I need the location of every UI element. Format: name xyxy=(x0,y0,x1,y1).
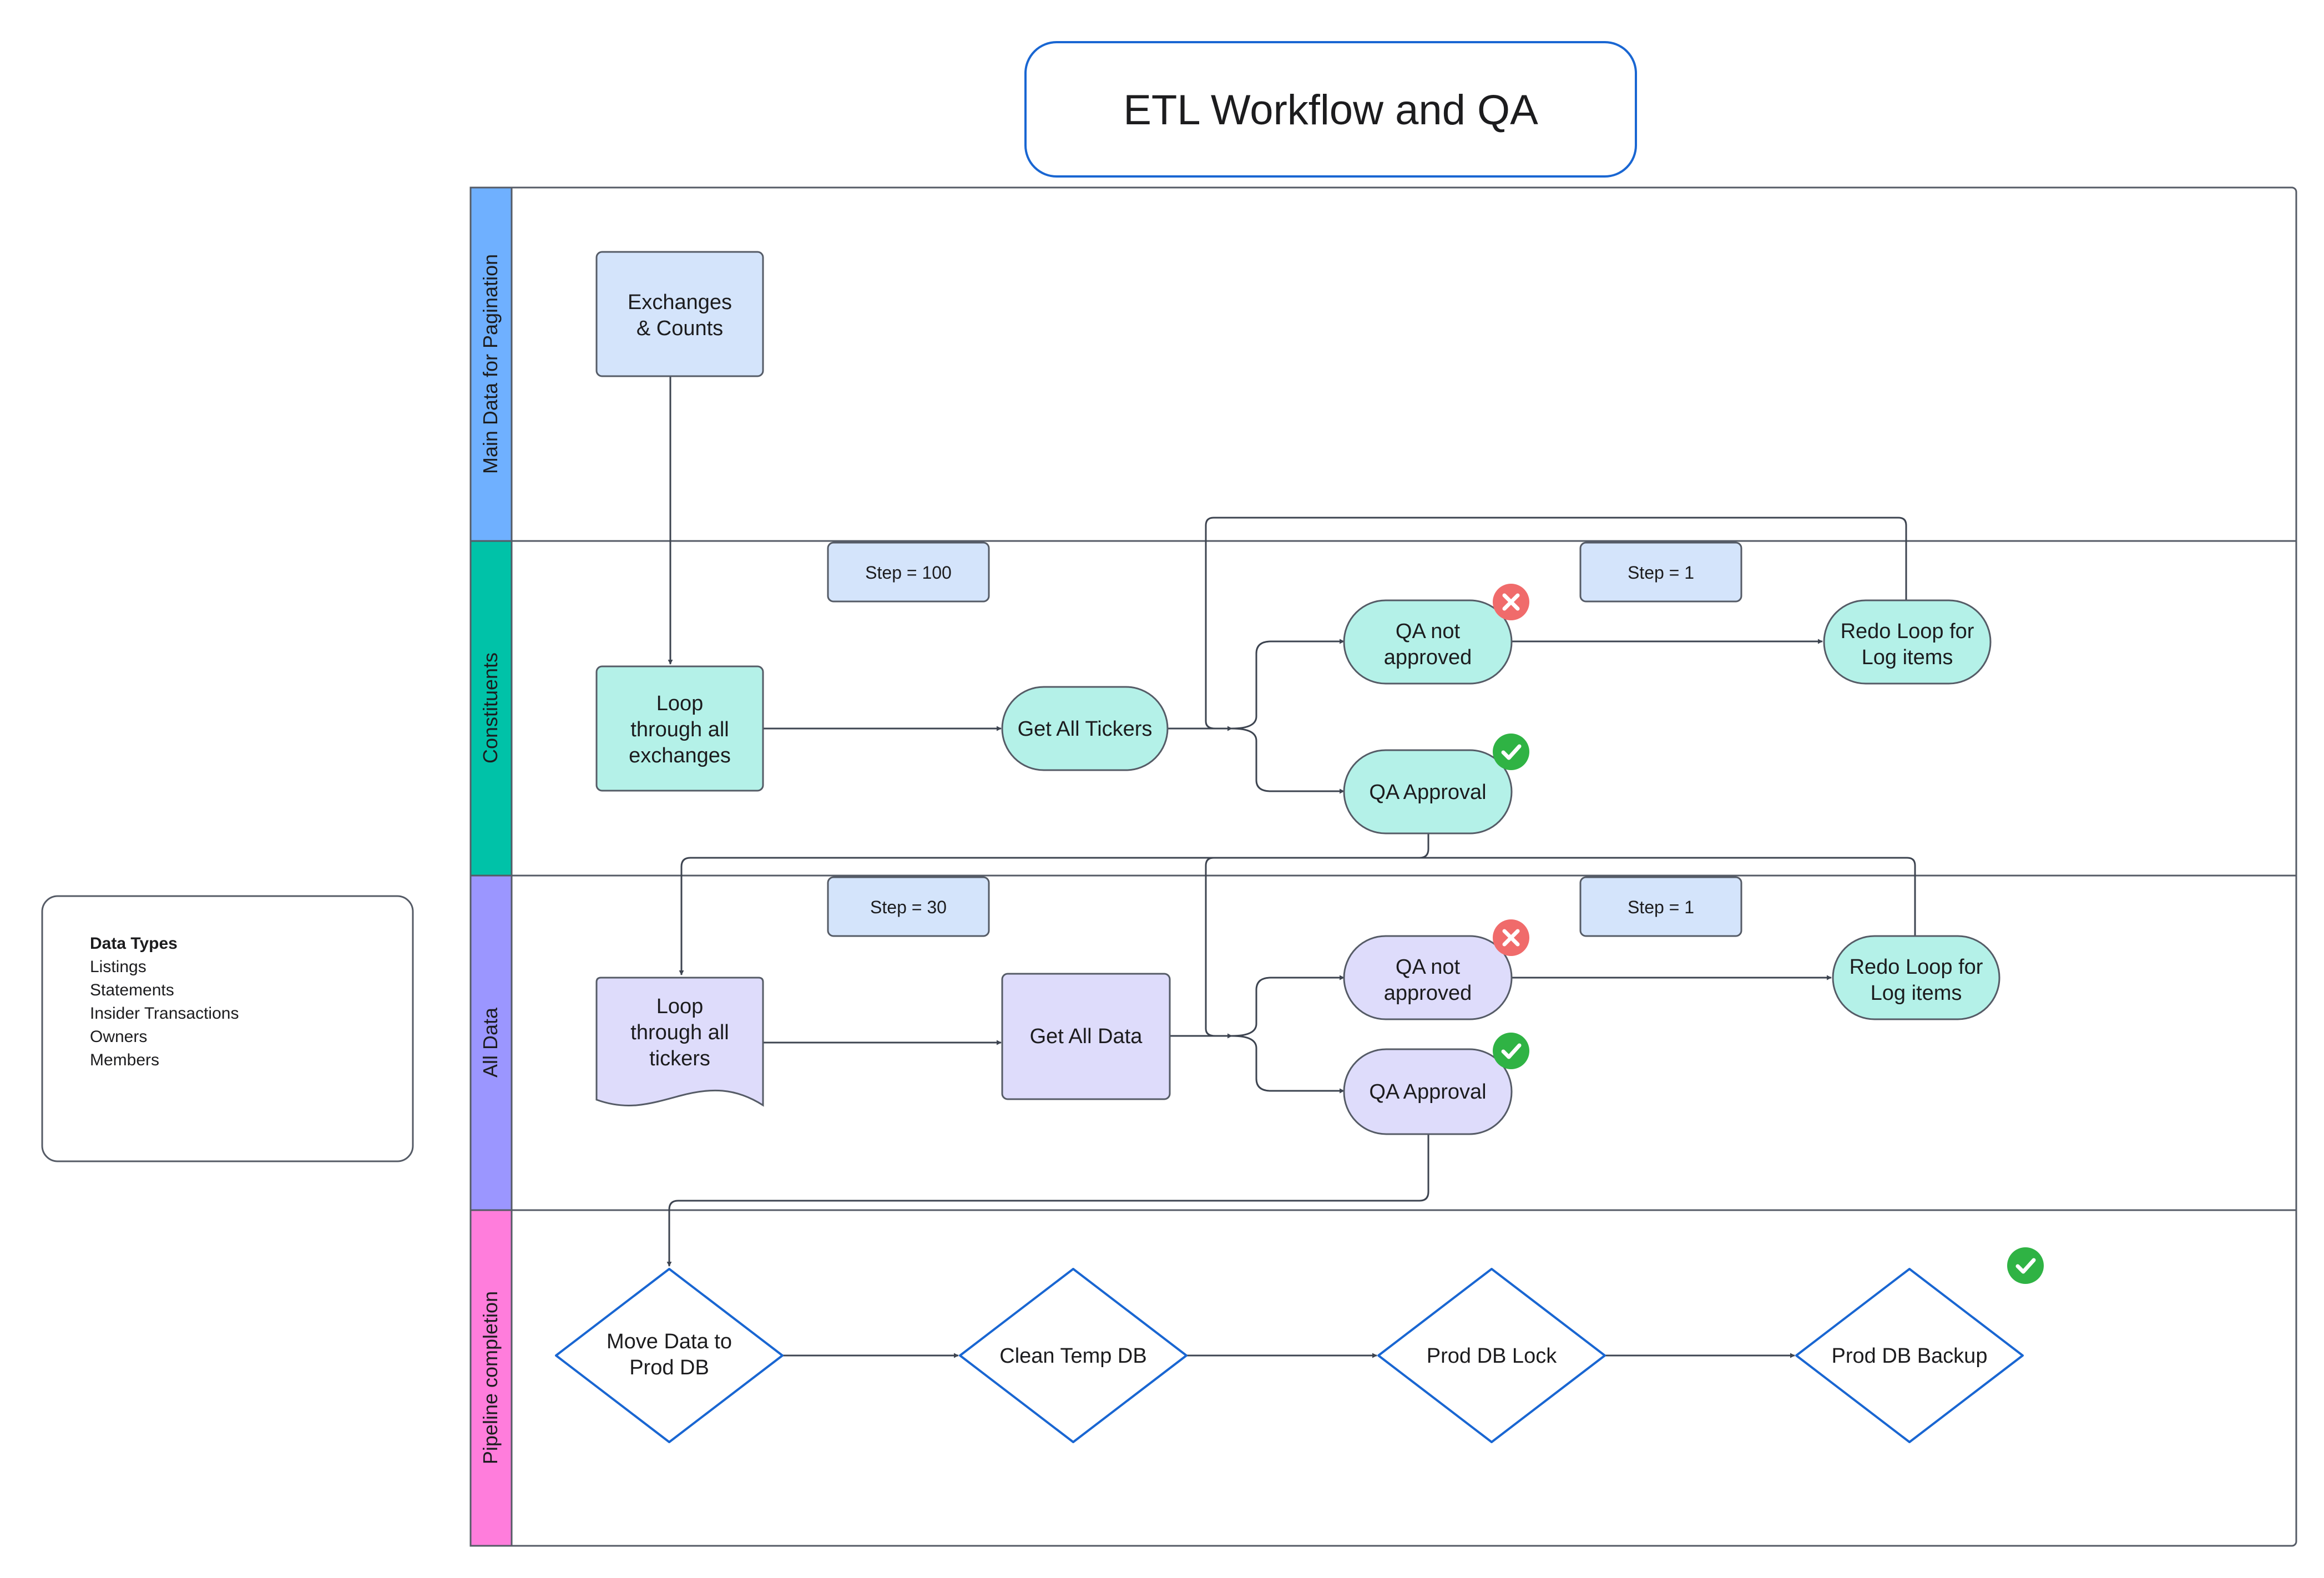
connector-qa2-move xyxy=(666,1134,1429,1267)
check-icon xyxy=(2007,1247,2044,1284)
node-qa-not-approved-1: QA not approved xyxy=(1343,599,1513,685)
node-clean-temp-db: Clean Temp DB xyxy=(959,1268,1188,1443)
svg-text:Get All Tickers: Get All Tickers xyxy=(1018,717,1153,741)
node-prod-db-lock: Prod DB Lock xyxy=(1377,1268,1606,1443)
svg-text:QA Approval: QA Approval xyxy=(1369,781,1486,804)
svg-text:Loop: Loop xyxy=(656,692,704,715)
connector-qa-ok-1 xyxy=(1231,727,1345,794)
step-label-a-b: Step = 1 xyxy=(1579,876,1742,937)
node-get-all-data: Get All Data xyxy=(1001,973,1171,1100)
step-label-c-b: Step = 1 xyxy=(1579,542,1742,603)
svg-text:& Counts: & Counts xyxy=(636,317,723,340)
diagram-title: ETL Workflow and QA xyxy=(1123,87,1538,134)
svg-text:Exchanges: Exchanges xyxy=(628,291,732,314)
node-prod-db-backup: Prod DB Backup xyxy=(1795,1268,2024,1443)
node-redo-loop-2: Redo Loop for Log items xyxy=(1832,935,2000,1020)
legend-item: Statements xyxy=(90,981,174,999)
svg-text:Prod DB Backup: Prod DB Backup xyxy=(1832,1344,1988,1368)
step-label-a-a: Step = 30 xyxy=(827,876,990,937)
svg-text:approved: approved xyxy=(1384,982,1472,1005)
svg-text:through all: through all xyxy=(630,1021,729,1044)
legend-item: Insider Transactions xyxy=(90,1004,239,1023)
swimlanes: Main Data for Pagination Constituents Al… xyxy=(469,186,2297,1547)
svg-text:QA Approval: QA Approval xyxy=(1369,1080,1486,1104)
connector-loopback-1 xyxy=(1205,517,1907,730)
cross-icon xyxy=(1493,919,1529,956)
connector-qa-ok-2 xyxy=(1231,1035,1345,1094)
node-loop-tickers: Loop through all tickers xyxy=(595,977,764,1107)
connector-loopback-2 xyxy=(1205,857,1916,1037)
node-loop-exchanges: Loop through all exchanges xyxy=(595,665,764,792)
svg-text:tickers: tickers xyxy=(649,1047,710,1070)
cross-icon xyxy=(1493,584,1529,620)
connector-qa-not-2 xyxy=(1231,975,1345,1037)
lane-header-pipeline xyxy=(469,1209,513,1547)
svg-text:through all: through all xyxy=(630,718,729,741)
lane-label-main: Main Data for Pagination xyxy=(479,254,502,474)
node-get-all-tickers: Get All Tickers xyxy=(1001,686,1169,771)
svg-text:Redo Loop for: Redo Loop for xyxy=(1850,955,1983,979)
legend-box: Data Types Listings Statements Insider T… xyxy=(41,895,414,1162)
title-box: ETL Workflow and QA xyxy=(1024,41,1637,178)
node-redo-loop-1: Redo Loop for Log items xyxy=(1823,599,1992,685)
connector-qa-not-1 xyxy=(1231,639,1345,730)
node-qa-approval-2: QA Approval xyxy=(1343,1048,1513,1135)
check-icon xyxy=(1493,734,1529,770)
node-qa-not-approved-2: QA not approved xyxy=(1343,935,1513,1020)
step-label-c-a: Step = 100 xyxy=(827,542,990,603)
svg-text:QA not: QA not xyxy=(1396,955,1461,979)
svg-text:Redo Loop for: Redo Loop for xyxy=(1841,620,1974,643)
node-qa-approval-1: QA Approval xyxy=(1343,749,1513,834)
node-exchanges-counts: Exchanges & Counts xyxy=(595,251,764,377)
svg-text:Log items: Log items xyxy=(1871,982,1962,1005)
svg-text:Prod DB: Prod DB xyxy=(629,1356,709,1379)
node-move-data: Move Data to Prod DB xyxy=(555,1268,784,1443)
svg-text:Step = 1: Step = 1 xyxy=(1628,897,1694,917)
svg-text:Step = 30: Step = 30 xyxy=(870,897,947,917)
svg-text:approved: approved xyxy=(1384,646,1472,669)
svg-text:Move Data to: Move Data to xyxy=(607,1330,732,1353)
connectors xyxy=(666,376,1916,1358)
svg-text:Get All Data: Get All Data xyxy=(1030,1025,1143,1048)
legend-title: Data Types xyxy=(90,934,178,953)
svg-text:Prod DB Lock: Prod DB Lock xyxy=(1427,1344,1557,1368)
lane-label-pipeline: Pipeline completion xyxy=(479,1291,502,1464)
check-icon xyxy=(1493,1033,1529,1069)
legend-item: Members xyxy=(90,1051,159,1069)
legend-item: Owners xyxy=(90,1028,147,1046)
svg-text:Loop: Loop xyxy=(656,995,704,1018)
lane-header-main xyxy=(469,186,513,542)
svg-text:QA not: QA not xyxy=(1396,620,1461,643)
lane-label-alldata: All Data xyxy=(479,1007,502,1078)
svg-text:Log items: Log items xyxy=(1862,646,1953,669)
legend-item: Listings xyxy=(90,958,146,976)
connector-qa1-loop-tickers xyxy=(679,833,1429,975)
svg-text:Clean Temp DB: Clean Temp DB xyxy=(999,1344,1146,1368)
svg-text:Step = 100: Step = 100 xyxy=(865,563,952,583)
svg-text:Step = 1: Step = 1 xyxy=(1628,563,1694,583)
lane-label-constituents: Constituents xyxy=(479,653,502,763)
svg-text:exchanges: exchanges xyxy=(629,744,731,767)
